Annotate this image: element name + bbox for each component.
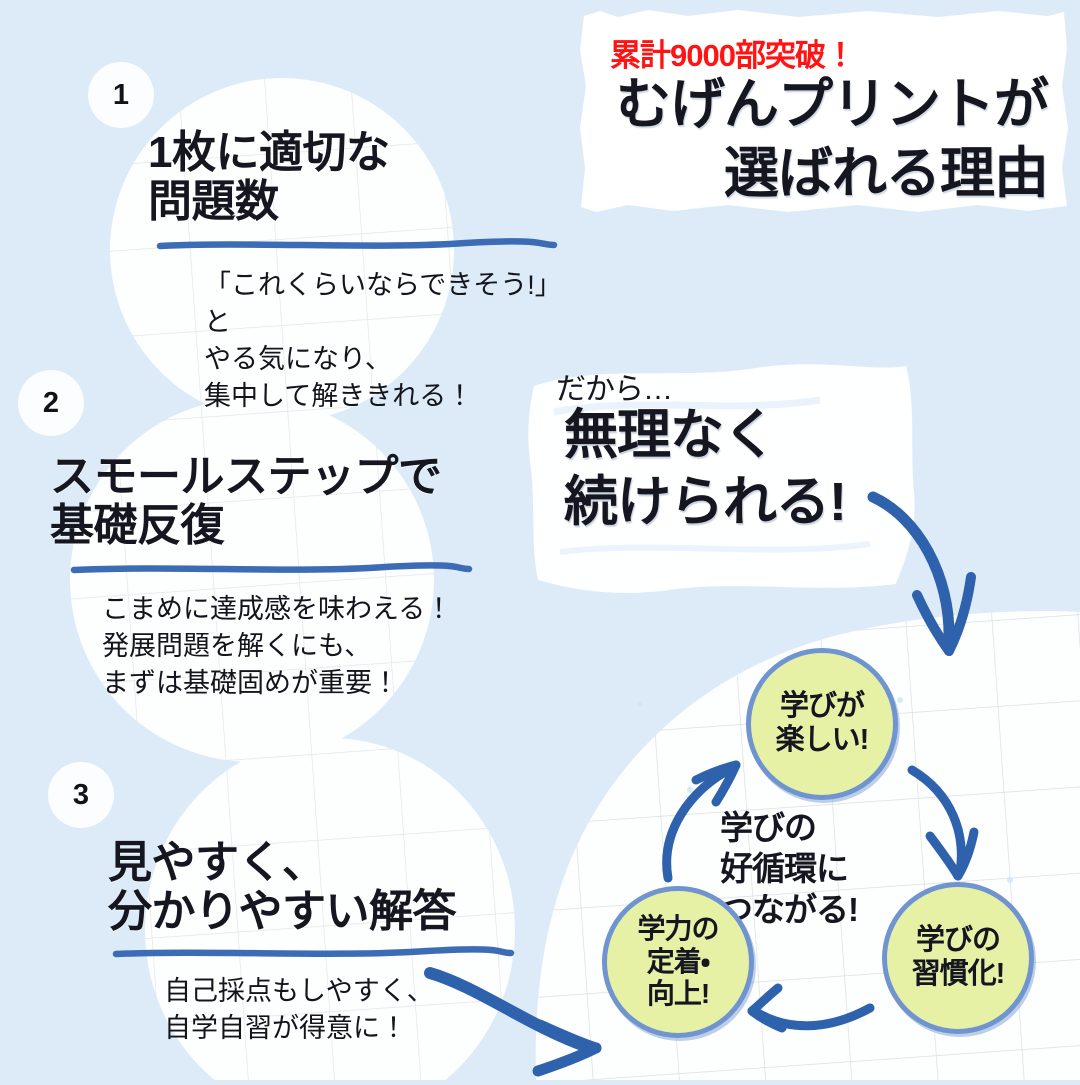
reason-badge-3-label: 3 xyxy=(72,778,90,811)
reason-1-title: 1枚に適切な 問題数 xyxy=(148,128,390,227)
reason-3-body: 自己採点もしやすく、 自学自習が得意に！ xyxy=(164,975,434,1043)
reason-2-title: スモールステップで 基礎反復 xyxy=(50,452,442,551)
reason-3-title: 見やすく、 分かりやすい解答 xyxy=(108,838,457,937)
reason-block-1: 1枚に適切な 問題数 「これくらいならできそう!」と やる気になり、 集中して解… xyxy=(148,128,568,416)
banner-to-cycle-arrow xyxy=(867,491,976,656)
header-title: むげんプリントが 選ばれる理由 xyxy=(615,73,1049,205)
reason-badge-1-label: 1 xyxy=(112,78,130,111)
reason-badge-2: 2 xyxy=(18,370,84,436)
reason-badge-2-label: 2 xyxy=(42,386,60,419)
reason-block-3: 見やすく、 分かりやすい解答 自己採点もしやすく、 自学自習が得意に！ xyxy=(108,838,578,1047)
conclusion-banner: だから… 無理なく 続けられる! xyxy=(520,352,940,602)
learning-cycle-diagram: 学びの 好循環に つながる! 学びが 楽しい! 学びの 習慣化! 学力の 定着・… xyxy=(560,620,1080,1080)
reason-1-underline xyxy=(156,237,568,251)
cycle-node-habit-label: 学びの 習慣化! xyxy=(911,924,1006,990)
cycle-arrows xyxy=(662,760,979,1033)
cycle-node-skill-label: 学力の 定着・ 向上! xyxy=(637,913,719,1010)
header-panel: 累計9000部突破！ むげんプリントが 選ばれる理由 xyxy=(578,8,1070,216)
reason-1-body: 「これくらいならできそう!」と やる気になり、 集中して解ききれる！ xyxy=(204,269,562,412)
header-panel-paper xyxy=(580,10,1068,212)
reason3-to-cycle-arrow xyxy=(424,967,602,1077)
reason-badge-1: 1 xyxy=(88,62,154,128)
banner-main-text: 無理なく 続けられる! xyxy=(564,405,847,532)
cycle-node-habit[interactable]: 学びの 習慣化! xyxy=(882,882,1034,1034)
reason-2-body: こまめに達成感を味わえる！ 発展問題を解くにも、 まずは基礎固めが重要！ xyxy=(102,593,453,699)
reason-block-2: スモールステップで 基礎反復 こまめに達成感を味わえる！ 発展問題を解くにも、 … xyxy=(50,452,520,702)
cycle-center-text: 学びの 好循環に つながる! xyxy=(720,809,859,928)
banner-lead-text: だから… xyxy=(556,373,673,406)
reason-badge-3: 3 xyxy=(48,762,114,828)
cycle-node-skill[interactable]: 学力の 定着・ 向上! xyxy=(602,886,754,1038)
header-kicker: 累計9000部突破！ xyxy=(610,38,856,73)
reason-3-underline xyxy=(112,945,578,959)
banner-brush-stroke xyxy=(528,364,915,593)
cycle-node-fun-label: 学びが 楽しい! xyxy=(775,690,870,756)
reason-2-underline xyxy=(70,561,520,575)
cycle-node-fun[interactable]: 学びが 楽しい! xyxy=(746,648,898,800)
